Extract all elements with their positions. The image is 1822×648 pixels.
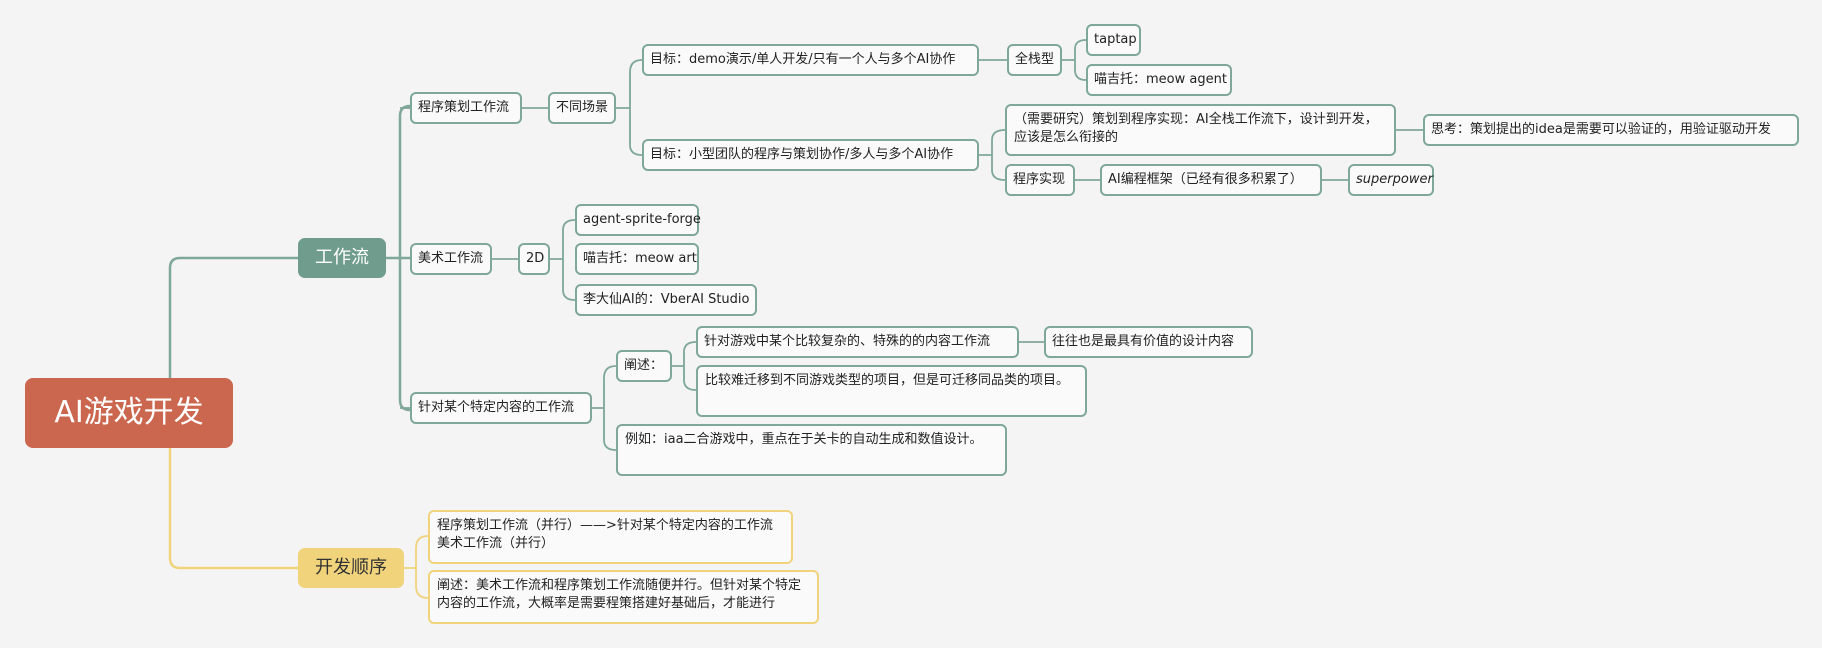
desc1-child-node[interactable]: 往往也是最具有价值的设计内容 — [1044, 326, 1253, 358]
goal1-node[interactable]: 目标：demo演示/单人开发/只有一个人与多个AI协作 — [642, 44, 979, 76]
sprite-forge-node[interactable]: agent-sprite-forge — [575, 204, 701, 236]
order-item1-line1: 程序策划工作流（并行）——>针对某个特定内容的工作流 — [437, 518, 773, 533]
order-item1-node[interactable]: 程序策划工作流（并行）——>针对某个特定内容的工作流 美术工作流（并行） — [428, 510, 793, 564]
meow-agent-node[interactable]: 喵吉托：meow agent — [1086, 64, 1232, 96]
root-node[interactable]: AI游戏开发 — [25, 378, 233, 448]
scenes-node[interactable]: 不同场景 — [548, 92, 616, 124]
desc1-node[interactable]: 针对游戏中某个比较复杂的、特殊的的内容工作流 — [696, 326, 1019, 358]
order-item2-node[interactable]: 阐述：美术工作流和程序策划工作流随便并行。但针对某个特定内容的工作流，大概率是需… — [428, 570, 819, 624]
link-root-order — [168, 448, 298, 570]
program-workflow-node[interactable]: 程序策划工作流 — [410, 92, 522, 124]
2d-node[interactable]: 2D — [518, 243, 550, 275]
desc2-node[interactable]: 比较难迁移到不同游戏类型的项目，但是可迁移同品类的项目。 — [696, 365, 1087, 417]
link-root-workflow — [168, 256, 298, 378]
specific-workflow-node[interactable]: 针对某个特定内容的工作流 — [410, 392, 592, 424]
goal2-node[interactable]: 目标：小型团队的程序与策划协作/多人与多个AI协作 — [642, 139, 979, 171]
impl-node[interactable]: 程序实现 — [1005, 164, 1075, 196]
superpower-node[interactable]: superpower — [1348, 164, 1434, 196]
fullstack-node[interactable]: 全栈型 — [1007, 44, 1062, 76]
workflow-branch[interactable]: 工作流 — [298, 238, 386, 278]
meow-art-node[interactable]: 喵吉托：meow art — [575, 243, 699, 275]
taptap-node[interactable]: taptap — [1086, 24, 1141, 56]
art-workflow-node[interactable]: 美术工作流 — [410, 243, 492, 275]
vberai-node[interactable]: 李大仙AI的：VberAI Studio — [575, 284, 757, 316]
link-workflow-trunk — [386, 104, 411, 412]
framework-node[interactable]: AI编程框架（已经有很多积累了） — [1100, 164, 1322, 196]
dev-order-branch[interactable]: 开发顺序 — [298, 548, 404, 588]
research-node[interactable]: （需要研究）策划到程序实现：AI全栈工作流下，设计到开发，应该是怎么衔接的 — [1005, 104, 1396, 156]
desc-node[interactable]: 阐述： — [616, 350, 672, 382]
thinking-node[interactable]: 思考：策划提出的idea是需要可以验证的，用验证驱动开发 — [1423, 114, 1799, 146]
order-item1-line2: 美术工作流（并行） — [437, 536, 555, 551]
example-node[interactable]: 例如：iaa二合游戏中，重点在于关卡的自动生成和数值设计。 — [616, 424, 1007, 476]
